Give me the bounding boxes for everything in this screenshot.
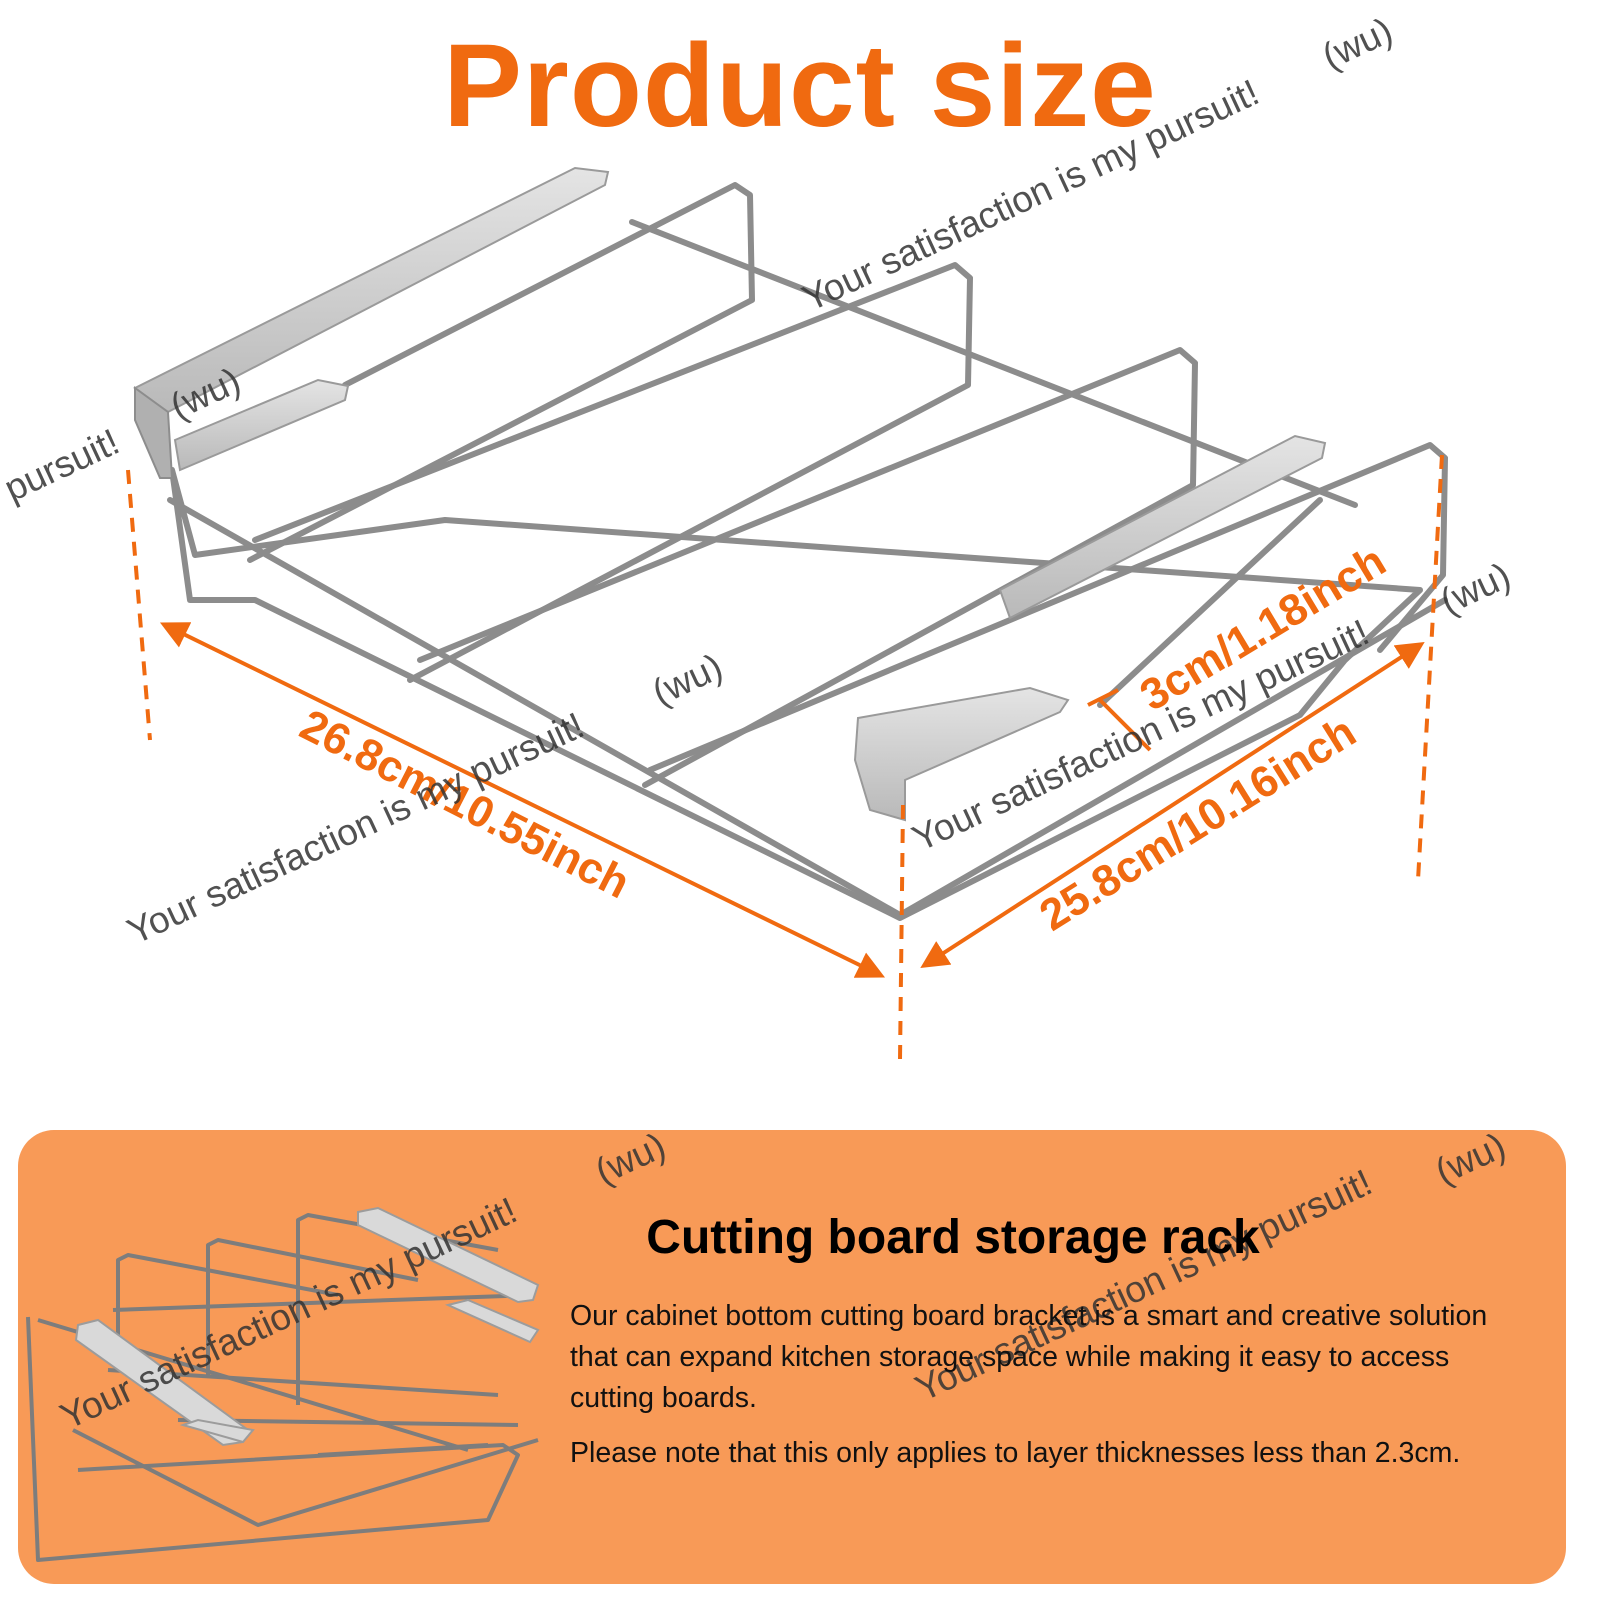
watermark-fragment: pursuit! — [0, 421, 125, 509]
guide-middle — [898, 804, 905, 1061]
length-arrow — [159, 622, 886, 978]
thumb-wire-2 — [206, 1238, 419, 1375]
mounting-plate-back-right — [998, 434, 1327, 620]
thumb-plate-small — [179, 1418, 255, 1444]
rack-cross-wire-2 — [252, 262, 973, 683]
mounting-plate-front-left — [173, 378, 350, 472]
rack-cross-wire-1 — [247, 182, 755, 563]
rack-thumbnail: Your satisfaction is my pursuit! Your sa… — [26, 1130, 1512, 1562]
panel-paragraph-2: Please note that this only applies to la… — [570, 1437, 1461, 1469]
watermark-tag: (wu) — [589, 1130, 672, 1192]
watermark-tag: (wu) — [1434, 555, 1517, 623]
guide-left — [126, 469, 152, 741]
height-bracket — [1098, 698, 1152, 752]
guide-right — [1416, 454, 1444, 881]
thumb-plate-side — [444, 1298, 540, 1344]
watermark-tag: (wu) — [1316, 10, 1399, 78]
dimension-guides — [126, 454, 1444, 1061]
height-tick — [1087, 688, 1119, 707]
watermark-text: Your satisfaction is my pursuit! — [796, 71, 1265, 319]
thumb-plate-back — [357, 1206, 540, 1304]
page-title: Product size — [443, 20, 1157, 152]
panel-paragraph-1: Our cabinet bottom cutting board bracket… — [570, 1300, 1488, 1414]
thumb-back-rail — [112, 1293, 534, 1312]
thumb-front-rail — [72, 1428, 539, 1527]
panel-title: Cutting board storage rack — [646, 1211, 1260, 1264]
thumb-wire-1 — [116, 1253, 339, 1340]
thumb-wire-7 — [317, 1443, 489, 1457]
panel-description: Our cabinet bottom cutting board bracket… — [570, 1296, 1540, 1488]
mounting-plate-left-fold — [134, 386, 174, 479]
length-label: 26.8cm/10.55inch — [292, 700, 637, 908]
rack-dimension-diagram: 26.8cm/10.55inch 25.8cm/10.16inch 3cm/1.… — [0, 10, 1517, 1061]
width-arrow — [920, 641, 1425, 969]
watermark-text: Your satisfaction is my pursuit! — [54, 1189, 523, 1437]
info-panel: Your satisfaction is my pursuit! Your sa… — [18, 1130, 1566, 1584]
watermark-tag: (wu) — [646, 646, 729, 714]
rack-cross-wire-4 — [647, 442, 1448, 773]
watermark-tag: (wu) — [1429, 1130, 1512, 1192]
